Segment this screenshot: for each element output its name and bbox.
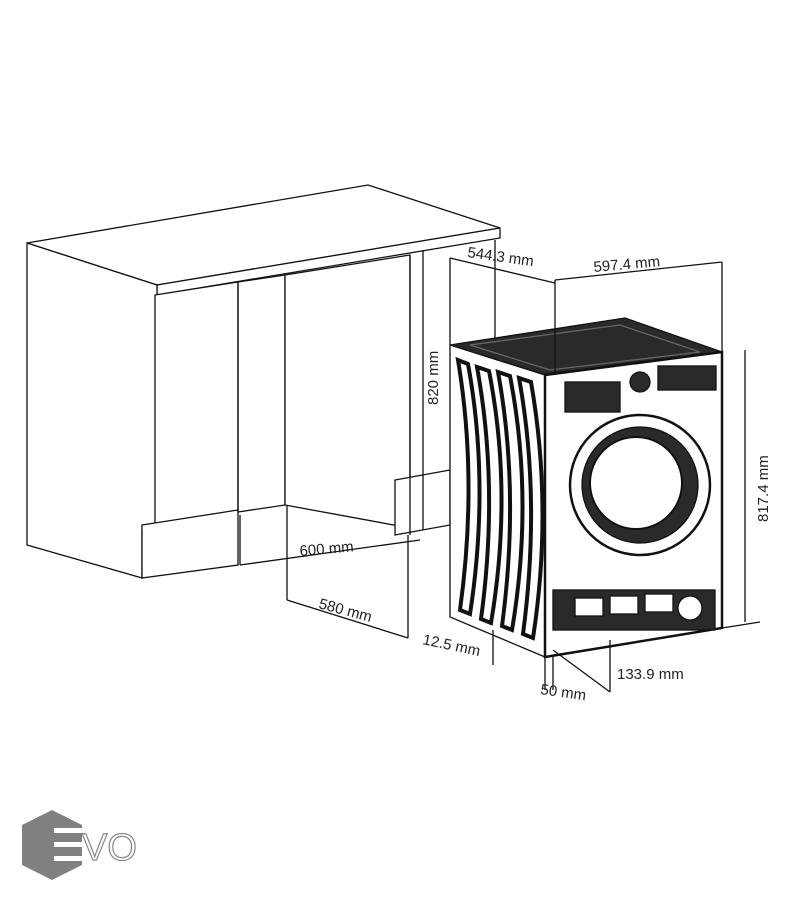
- plinth-depth-label: 50 mm: [539, 681, 587, 704]
- machine-height-label: 817.4 mm: [755, 455, 772, 522]
- machine-width-label: 597.4 mm: [593, 253, 661, 276]
- plinth-height-label: 133.9 mm: [617, 666, 684, 683]
- foot-offset-label: 12.5 mm: [421, 631, 482, 660]
- hexagon-icon: [22, 810, 82, 880]
- logo-text: VO: [82, 827, 137, 869]
- washing-machine: [449, 317, 724, 659]
- dimension-lines: [239, 250, 761, 693]
- cabinet-depth-label: 580 mm: [317, 595, 374, 625]
- evo-logo: VO: [22, 810, 138, 880]
- machine-depth-label: 544.3 mm: [466, 244, 534, 270]
- cabinet-width-label: 600 mm: [299, 538, 354, 560]
- cabinet-height-label: 820 mm: [425, 351, 442, 405]
- side-ribs: [455, 356, 545, 641]
- kitchen-cabinet: [26, 184, 501, 579]
